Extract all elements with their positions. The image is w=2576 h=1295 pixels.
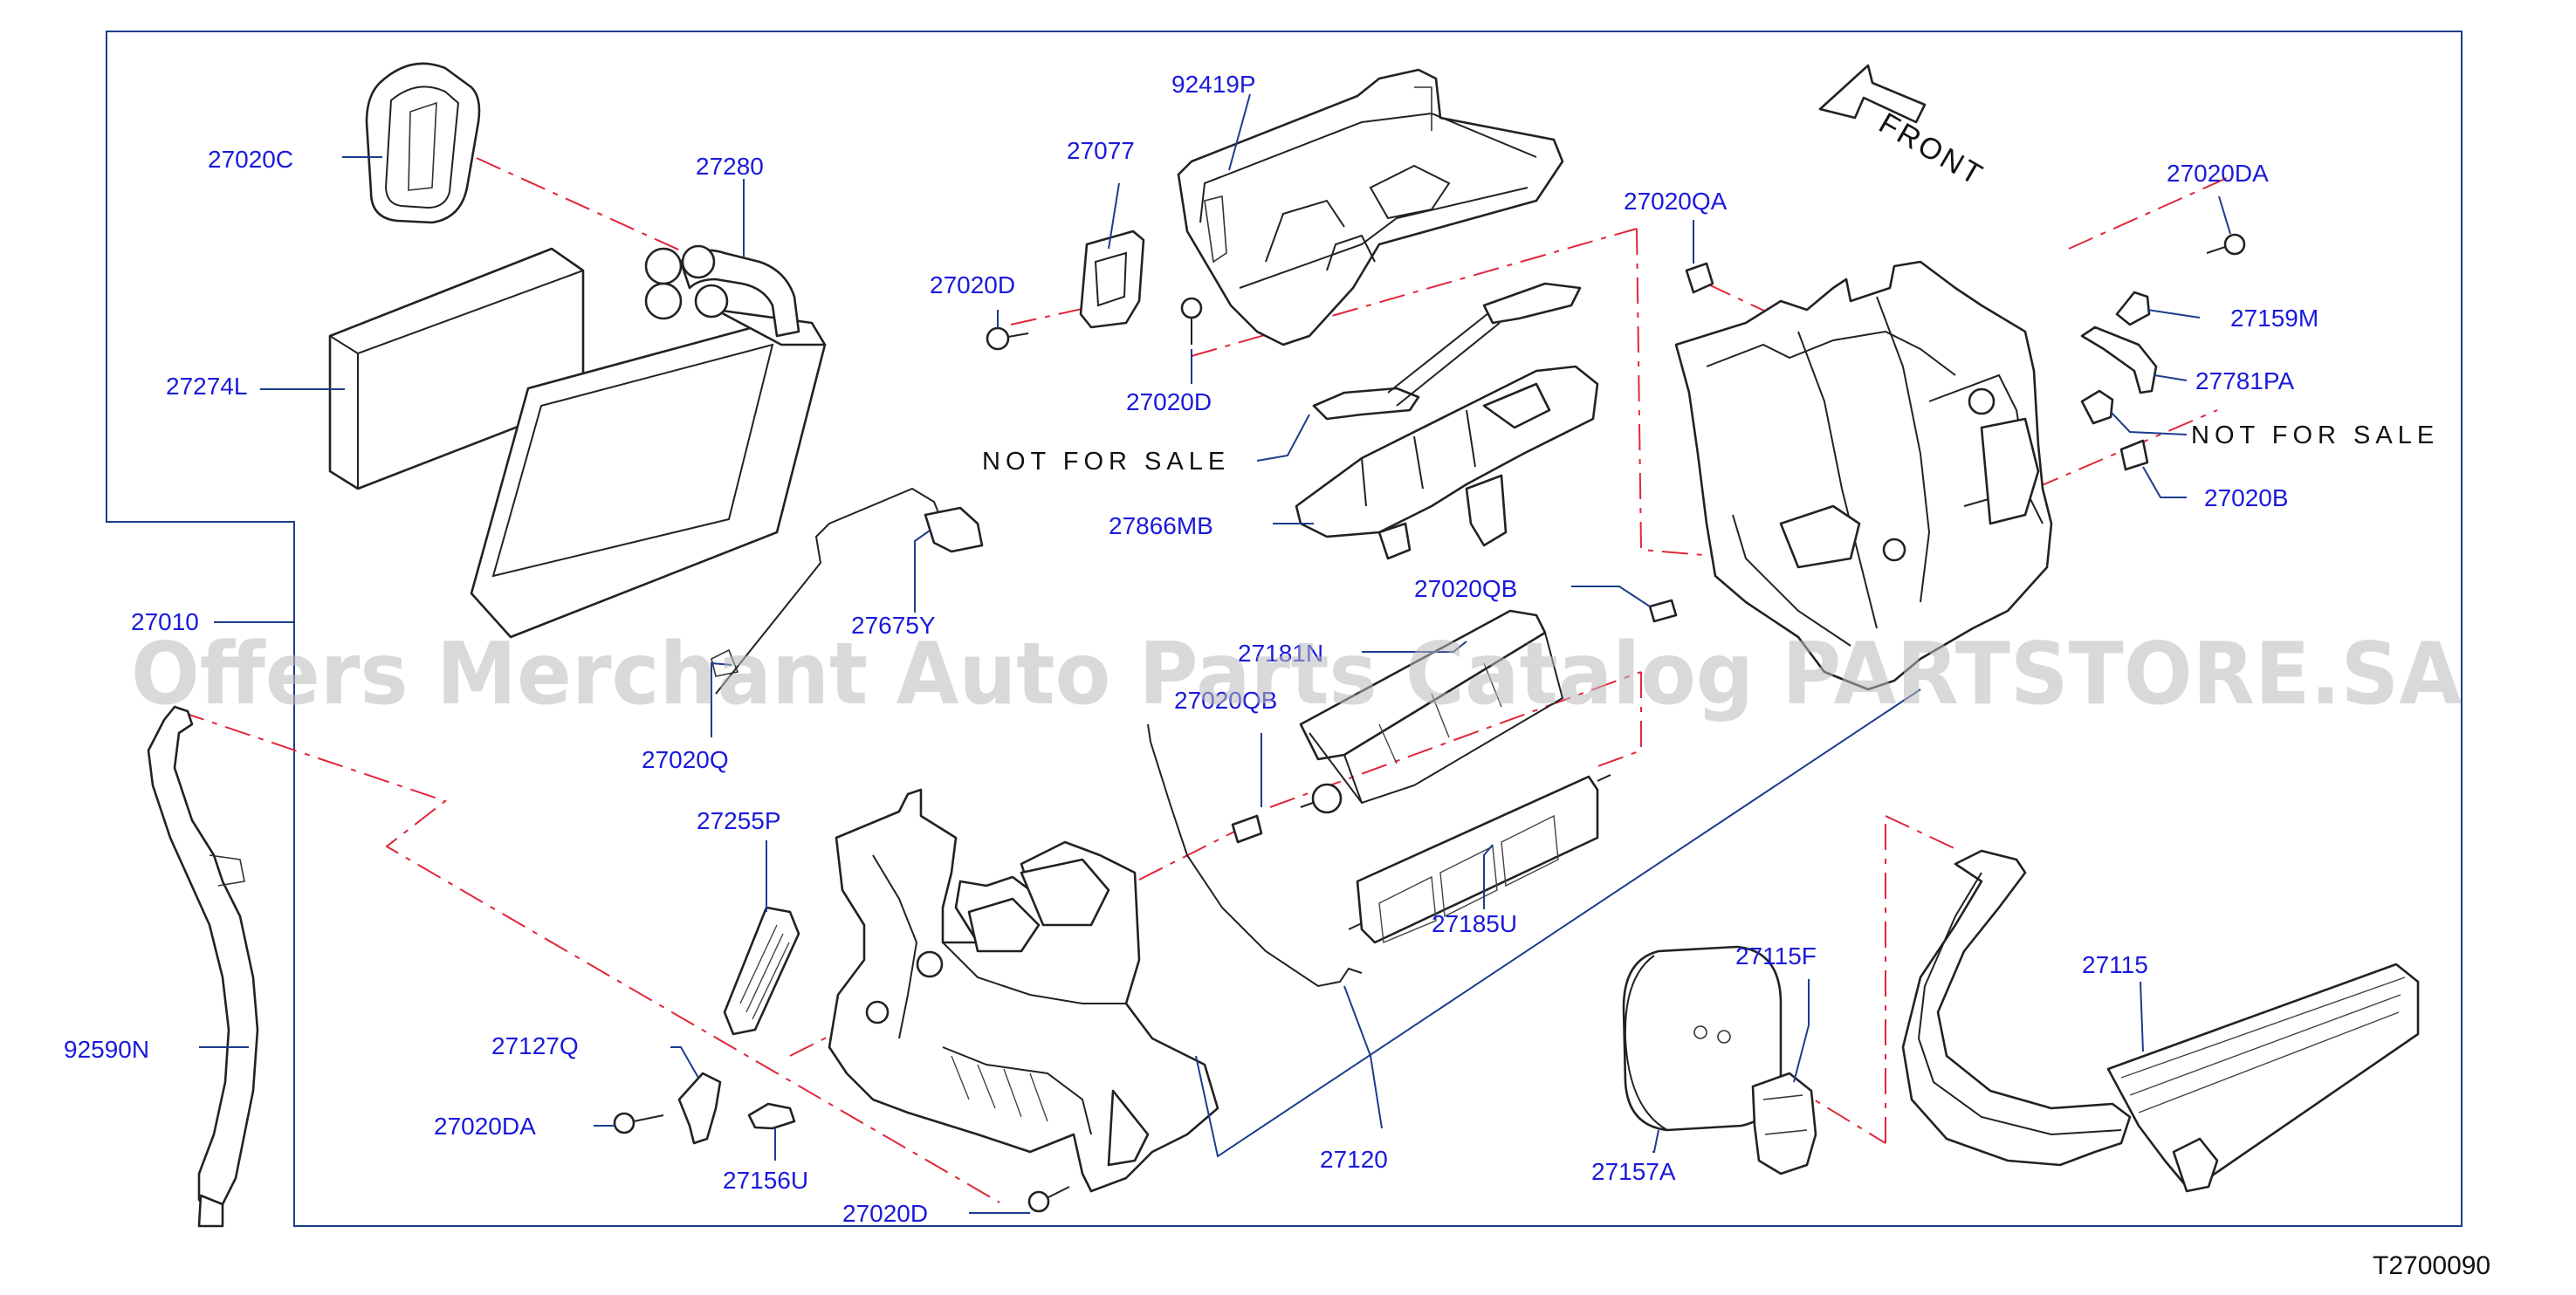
- heater-unit-right: [1674, 260, 2053, 691]
- label-27181N[interactable]: 27181N: [1238, 640, 1323, 667]
- label-27120[interactable]: 27120: [1320, 1146, 1388, 1173]
- upper-duct-92419P: [1177, 68, 1564, 346]
- foam-pad-27157A: [1622, 945, 1783, 1132]
- grille-27255P: [723, 906, 800, 1036]
- label-27185U[interactable]: 27185U: [1432, 910, 1517, 937]
- label-27866MB[interactable]: 27866MB: [1109, 512, 1213, 539]
- label-27020DA-top[interactable]: 27020DA: [2167, 160, 2269, 187]
- label-27675Y[interactable]: 27675Y: [851, 612, 936, 639]
- watermark: Offers Merchant Auto Parts Catalog PARTS…: [131, 625, 2462, 724]
- label-27115[interactable]: 27115: [2082, 951, 2148, 978]
- label-27020QA[interactable]: 27020QA: [1624, 188, 1728, 215]
- heater-core-27115: [1901, 849, 2420, 1193]
- door-27181N: [1299, 609, 1564, 814]
- label-92590N[interactable]: 92590N: [64, 1036, 149, 1063]
- label-27115F[interactable]: 27115F: [1735, 942, 1817, 970]
- clip-27020QB-right: [1648, 599, 1678, 623]
- bracket-27115F: [1751, 1072, 1817, 1175]
- label-27280[interactable]: 27280: [696, 153, 764, 180]
- label-27020D-top[interactable]: 27020D: [930, 271, 1015, 298]
- label-27010[interactable]: 27010: [131, 608, 199, 635]
- label-27159M[interactable]: 27159M: [2230, 305, 2318, 332]
- label-27020D-bottom[interactable]: 27020D: [842, 1200, 928, 1227]
- part-labels: 27020C 27280 92419P 27077 27020D 27020D …: [64, 71, 2318, 1227]
- label-27781PA[interactable]: 27781PA: [2195, 367, 2294, 394]
- label-27020D-mid[interactable]: 27020D: [1126, 388, 1212, 415]
- screw-27020DA-bottom: [613, 1112, 664, 1134]
- label-27020C[interactable]: 27020C: [208, 146, 293, 173]
- gear-not-for-sale: [2080, 389, 2114, 425]
- lever-27156U: [747, 1102, 796, 1130]
- cable-27120: [1147, 723, 1363, 988]
- label-27157A[interactable]: 27157A: [1591, 1158, 1676, 1185]
- label-27020QB-b[interactable]: 27020QB: [1174, 687, 1277, 714]
- label-27020Q[interactable]: 27020Q: [642, 746, 729, 773]
- label-27156U[interactable]: 27156U: [723, 1167, 808, 1194]
- not-for-sale-note-left: NOT FOR SALE: [982, 448, 1230, 476]
- lever-27159M: [2115, 291, 2151, 326]
- label-27127Q[interactable]: 27127Q: [491, 1032, 579, 1059]
- linkage-bar: [1312, 282, 1582, 421]
- screw-27020DA-top: [2206, 233, 2246, 256]
- cabin-filter-27274L: [328, 247, 585, 490]
- door-27185U: [1348, 774, 1611, 944]
- actuator-27077: [1079, 230, 1145, 329]
- label-27020B[interactable]: 27020B: [2204, 484, 2289, 511]
- label-27274L[interactable]: 27274L: [166, 373, 247, 400]
- assembly-boundary: [106, 31, 2463, 1227]
- diagram-code: T2700090: [2373, 1251, 2490, 1280]
- not-for-sale-note-right: NOT FOR SALE: [2191, 421, 2439, 449]
- clip-27020QB-left: [1231, 814, 1263, 844]
- link-27127Q: [677, 1072, 722, 1145]
- clip-27020QA: [1685, 262, 1714, 294]
- sensor-27675Y: [711, 487, 984, 695]
- screw-27020D-top: [986, 326, 1029, 351]
- screw-27020D-mid: [1180, 297, 1203, 345]
- label-92419P[interactable]: 92419P: [1171, 71, 1256, 98]
- label-27020DA-bottom[interactable]: 27020DA: [434, 1113, 536, 1140]
- duct-27866MB: [1295, 365, 1599, 560]
- lever-27781PA: [2080, 325, 2158, 394]
- label-27077[interactable]: 27077: [1067, 137, 1135, 164]
- seal-27020C: [365, 62, 481, 224]
- label-27255P[interactable]: 27255P: [697, 807, 781, 834]
- clip-27020B: [2119, 439, 2149, 471]
- label-27020QB-a[interactable]: 27020QB: [1414, 575, 1517, 602]
- front-arrow-icon: [1818, 64, 1927, 124]
- screw-27020D-bottom: [1027, 1186, 1070, 1213]
- front-direction-label: FRONT: [1873, 106, 1989, 193]
- heater-unit-left: [828, 788, 1219, 1193]
- leader-lines: [199, 93, 2231, 1214]
- evaporator-27280: [470, 244, 827, 639]
- drain-hose-92590N: [147, 705, 259, 1228]
